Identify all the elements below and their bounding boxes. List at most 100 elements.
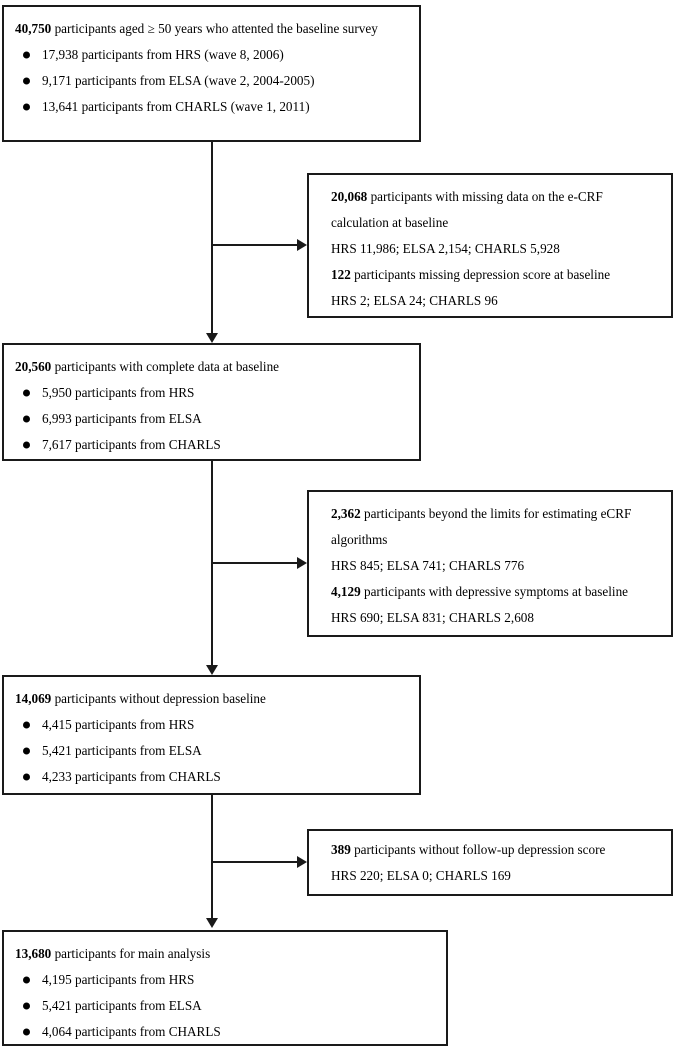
node-main-analysis: 13,680 participants for main analysis 4,…: [2, 930, 448, 1046]
exclusion-text: HRS 2; ELSA 24; CHARLS 96: [331, 293, 498, 308]
list-item: 5,950 participants from HRS: [15, 380, 409, 406]
headline-text: participants for main analysis: [51, 946, 211, 961]
exclusion-number: 389: [331, 842, 351, 857]
list-item-label: 5,421 participants from ELSA: [42, 743, 202, 758]
list-item: 9,171 participants from ELSA (wave 2, 20…: [15, 68, 409, 94]
headline-number: 13,680: [15, 946, 52, 961]
list-item: 6,993 participants from ELSA: [15, 406, 409, 432]
connector-arrowhead-down-2: [206, 665, 218, 675]
exclusion-line: HRS 11,986; ELSA 2,154; CHARLS 5,928: [331, 236, 661, 262]
list-item: 5,421 participants from ELSA: [15, 993, 436, 1019]
list-item-label: 17,938 participants from HRS (wave 8, 20…: [42, 47, 284, 62]
list-item-label: 4,064 participants from CHARLS: [42, 1024, 221, 1039]
list-item-label: 9,171 participants from ELSA (wave 2, 20…: [42, 73, 315, 88]
connector-vertical-1: [211, 142, 213, 336]
exclusion-line: HRS 690; ELSA 831; CHARLS 2,608: [331, 605, 661, 631]
node-headline: 13,680 participants for main analysis: [15, 941, 436, 967]
node-excluded-missing: 20,068 participants with missing data on…: [307, 173, 673, 318]
list-item: 5,421 participants from ELSA: [15, 738, 409, 764]
bullet-list: 17,938 participants from HRS (wave 8, 20…: [15, 42, 409, 120]
connector-arrowhead-right-1: [297, 239, 307, 251]
bullet-dot-icon: [23, 773, 30, 781]
bullet-dot-icon: [23, 389, 30, 397]
exclusion-number: 20,068: [331, 189, 368, 204]
exclusion-text: participants missing depression score at…: [350, 267, 611, 282]
node-headline: 20,560 participants with complete data a…: [15, 354, 409, 380]
bullet-dot-icon: [23, 1028, 30, 1036]
exclusion-text: HRS 220; ELSA 0; CHARLS 169: [331, 868, 511, 883]
bullet-dot-icon: [23, 77, 30, 85]
exclusion-line: HRS 845; ELSA 741; CHARLS 776: [331, 553, 661, 579]
headline-number: 14,069: [15, 691, 52, 706]
exclusion-text: calculation at baseline: [331, 215, 449, 230]
list-item-label: 4,233 participants from CHARLS: [42, 769, 221, 784]
bullet-dot-icon: [23, 747, 30, 755]
list-item-label: 5,421 participants from ELSA: [42, 998, 202, 1013]
headline-text: participants with complete data at basel…: [51, 359, 280, 374]
exclusion-text: participants beyond the limits for estim…: [360, 506, 632, 521]
list-item: 17,938 participants from HRS (wave 8, 20…: [15, 42, 409, 68]
headline-number: 20,560: [15, 359, 52, 374]
exclusion-text: HRS 845; ELSA 741; CHARLS 776: [331, 558, 525, 573]
exclusion-text: participants with missing data on the e-…: [367, 189, 603, 204]
bullet-dot-icon: [23, 51, 30, 59]
headline-number: 40,750: [15, 21, 52, 36]
node-complete-data: 20,560 participants with complete data a…: [2, 343, 421, 461]
node-excluded-limits: 2,362 participants beyond the limits for…: [307, 490, 673, 637]
list-item-label: 6,993 participants from ELSA: [42, 411, 202, 426]
exclusion-text: participants without follow-up depressio…: [350, 842, 606, 857]
bullet-dot-icon: [23, 103, 30, 111]
headline-text: participants without depression baseline: [51, 691, 266, 706]
exclusion-number: 2,362: [331, 506, 361, 521]
connector-arrowhead-down-3: [206, 918, 218, 928]
bullet-dot-icon: [23, 1002, 30, 1010]
list-item-label: 4,195 participants from HRS: [42, 972, 195, 987]
bullet-dot-icon: [23, 415, 30, 423]
exclusion-line: algorithms: [331, 527, 661, 553]
connector-branch-3: [211, 861, 299, 863]
exclusion-line: HRS 220; ELSA 0; CHARLS 169: [331, 863, 661, 889]
bullet-list: 5,950 participants from HRS 6,993 partic…: [15, 380, 409, 458]
node-baseline-survey: 40,750 participants aged ≥ 50 years who …: [2, 5, 421, 142]
connector-branch-1: [211, 244, 299, 246]
connector-vertical-2: [211, 461, 213, 668]
bullet-dot-icon: [23, 976, 30, 984]
connector-arrowhead-down-1: [206, 333, 218, 343]
exclusion-number: 122: [331, 267, 351, 282]
bullet-dot-icon: [23, 441, 30, 449]
exclusion-line: 389 participants without follow-up depre…: [331, 837, 661, 863]
exclusion-text: HRS 11,986; ELSA 2,154; CHARLS 5,928: [331, 241, 560, 256]
exclusion-number: 4,129: [331, 584, 361, 599]
bullet-list: 4,415 participants from HRS 5,421 partic…: [15, 712, 409, 790]
node-without-depression: 14,069 participants without depression b…: [2, 675, 421, 795]
exclusion-text: participants with depressive symptoms at…: [360, 584, 629, 599]
connector-branch-2: [211, 562, 299, 564]
headline-text: participants aged ≥ 50 years who attente…: [51, 21, 378, 36]
exclusion-text: HRS 690; ELSA 831; CHARLS 2,608: [331, 610, 534, 625]
node-headline: 40,750 participants aged ≥ 50 years who …: [15, 16, 409, 42]
list-item: 4,233 participants from CHARLS: [15, 764, 409, 790]
exclusion-line: 4,129 participants with depressive sympt…: [331, 579, 661, 605]
connector-vertical-3: [211, 795, 213, 920]
list-item: 4,195 participants from HRS: [15, 967, 436, 993]
list-item-label: 5,950 participants from HRS: [42, 385, 195, 400]
list-item-label: 13,641 participants from CHARLS (wave 1,…: [42, 99, 310, 114]
exclusion-line: 2,362 participants beyond the limits for…: [331, 501, 661, 527]
exclusion-line: calculation at baseline: [331, 210, 661, 236]
node-headline: 14,069 participants without depression b…: [15, 686, 409, 712]
list-item: 7,617 participants from CHARLS: [15, 432, 409, 458]
exclusion-line: 122 participants missing depression scor…: [331, 262, 661, 288]
exclusion-line: 20,068 participants with missing data on…: [331, 184, 661, 210]
list-item-label: 4,415 participants from HRS: [42, 717, 195, 732]
node-excluded-followup: 389 participants without follow-up depre…: [307, 829, 673, 896]
list-item-label: 7,617 participants from CHARLS: [42, 437, 221, 452]
list-item: 13,641 participants from CHARLS (wave 1,…: [15, 94, 409, 120]
exclusion-text: algorithms: [331, 532, 388, 547]
list-item: 4,415 participants from HRS: [15, 712, 409, 738]
bullet-list: 4,195 participants from HRS 5,421 partic…: [15, 967, 436, 1045]
exclusion-line: HRS 2; ELSA 24; CHARLS 96: [331, 288, 661, 314]
connector-arrowhead-right-2: [297, 557, 307, 569]
connector-arrowhead-right-3: [297, 856, 307, 868]
bullet-dot-icon: [23, 721, 30, 729]
